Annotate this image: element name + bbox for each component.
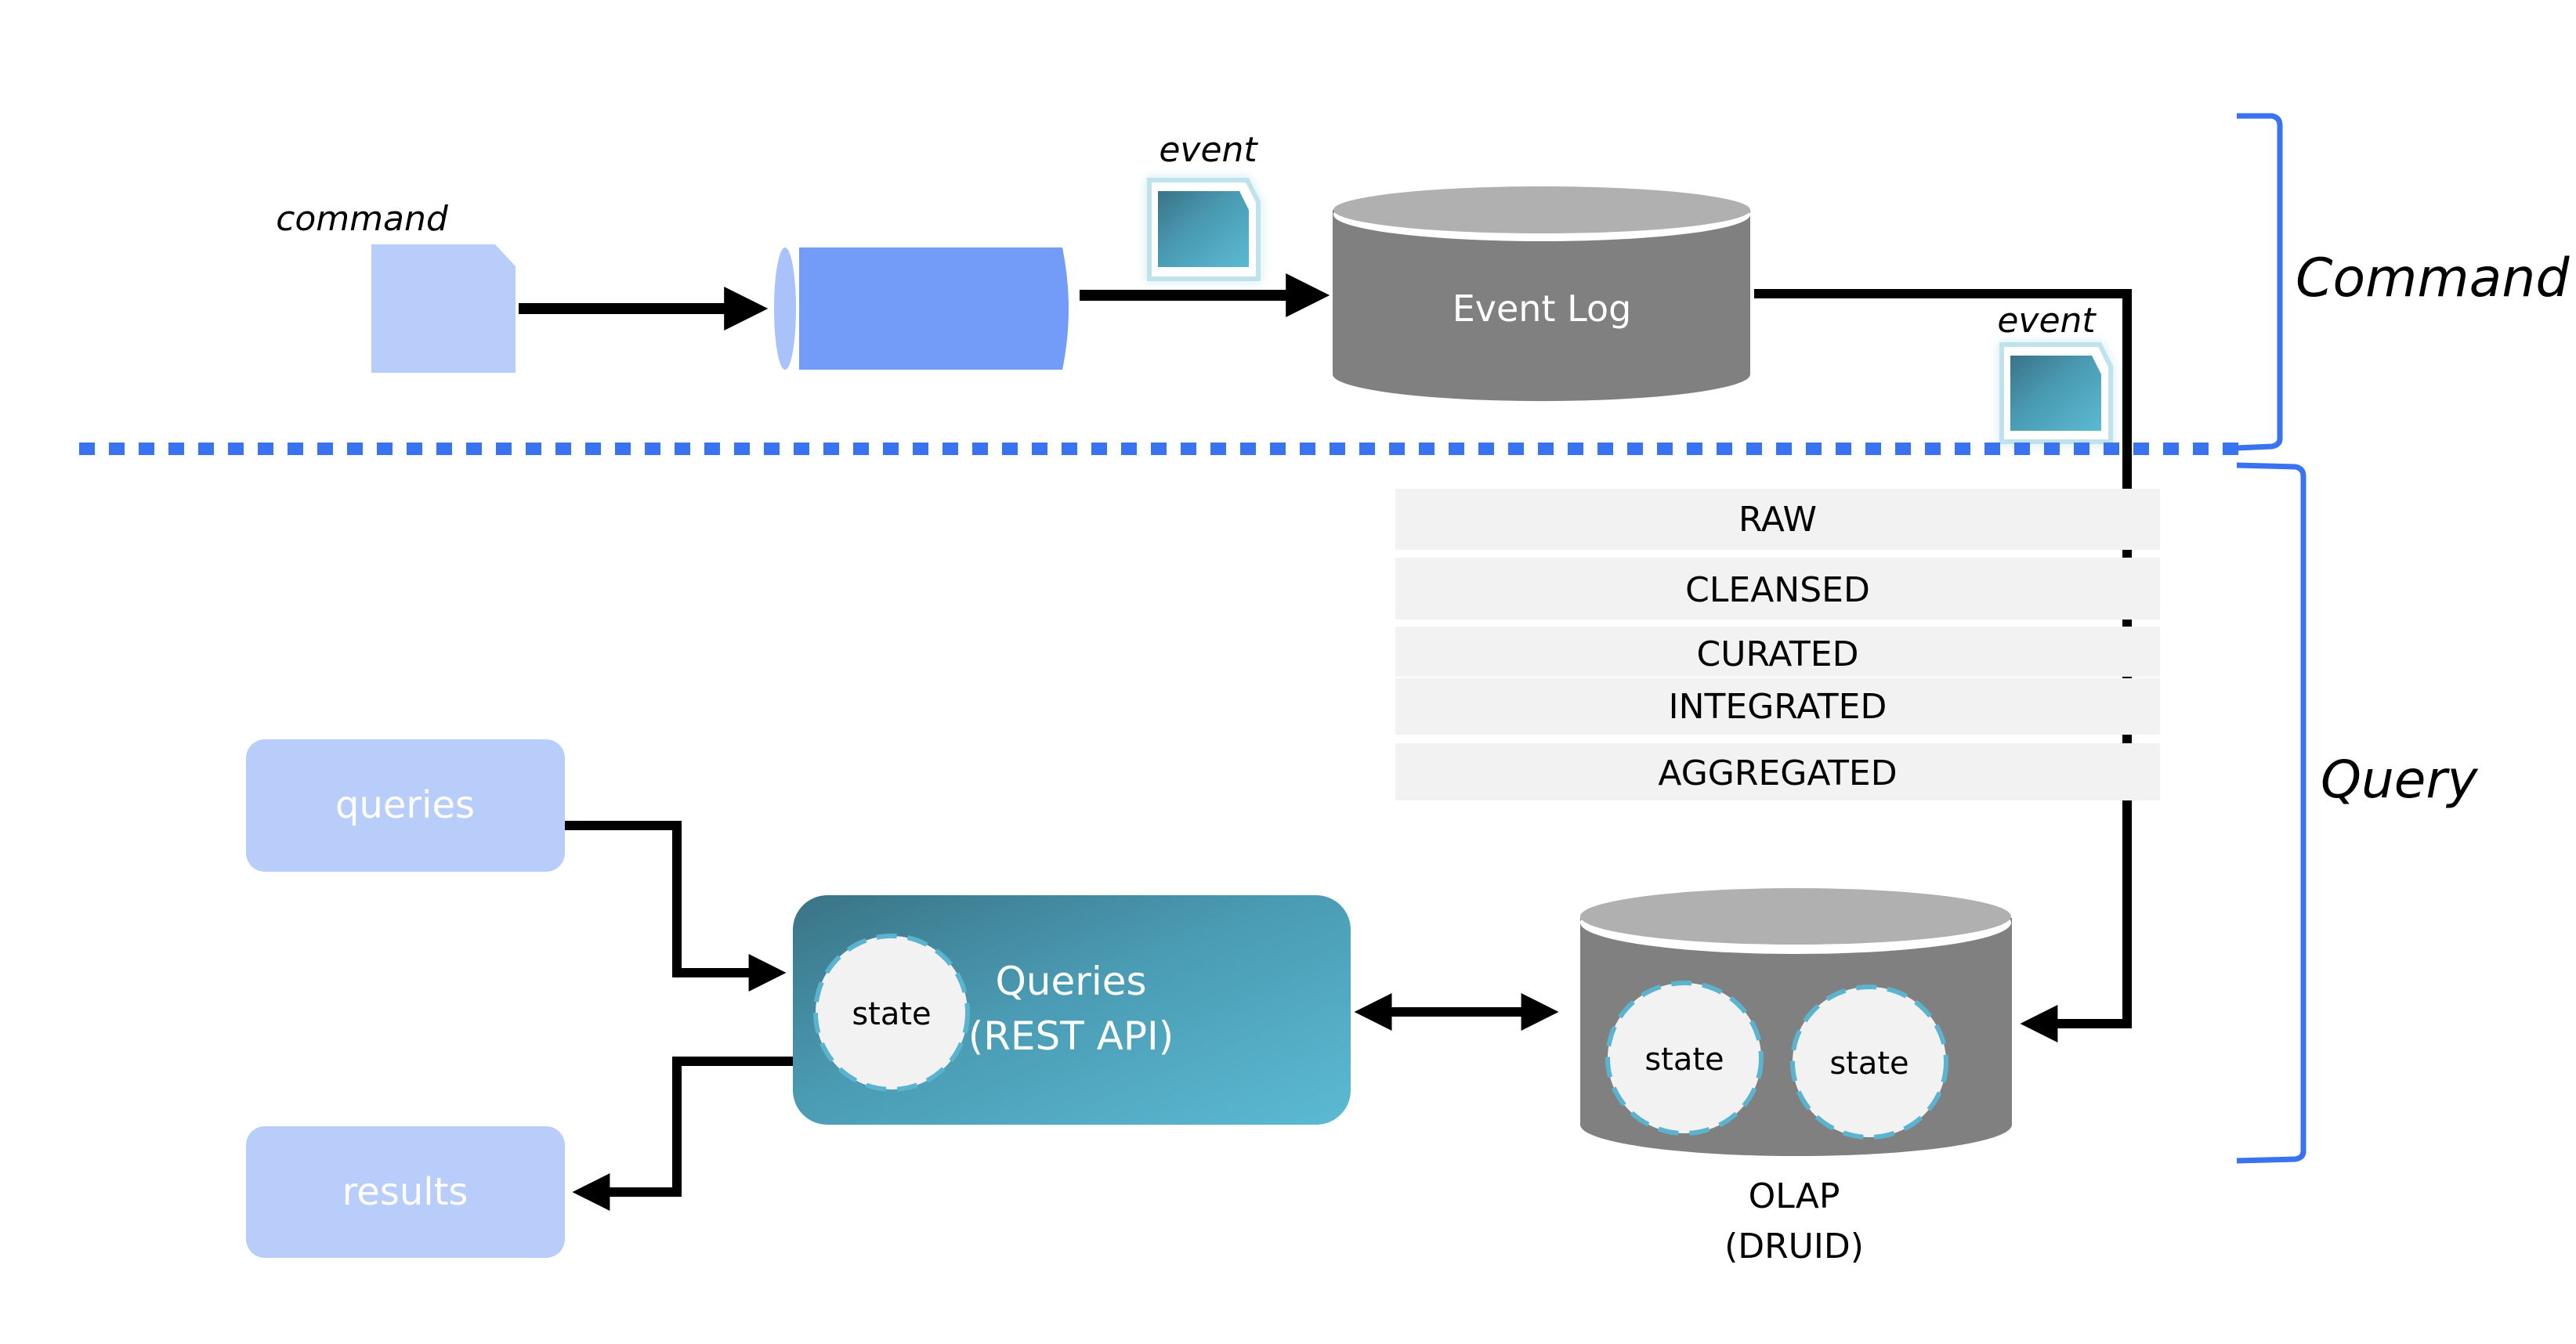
olap-state-label: state (1644, 1042, 1724, 1078)
service-label-line2: (REST API) (968, 1013, 1174, 1059)
layer-label: INTEGRATED (1669, 687, 1887, 727)
olap-druid-database: state state (1580, 888, 2012, 1157)
arrow-queries-to-service (565, 821, 787, 992)
command-document-icon (371, 244, 516, 373)
queries-input-box: queries (246, 739, 565, 872)
layer-label: AGGREGATED (1658, 753, 1897, 793)
queries-rest-api-service: state Queries (REST API) (793, 895, 1351, 1125)
results-box-label: results (342, 1170, 469, 1214)
queries-box-label: queries (335, 783, 475, 827)
olap-label-line2: (DRUID) (1724, 1227, 1864, 1266)
event-document-icon-1 (1147, 178, 1261, 281)
event-document-icon-2 (1999, 342, 2113, 444)
layer-label: RAW (1738, 500, 1817, 540)
layer-curated: CURATED (1395, 627, 2160, 677)
service-state-circle: state (813, 934, 970, 1092)
command-bracket (2236, 113, 2283, 451)
olap-state-circle-2: state (1790, 985, 1948, 1140)
query-section-label: Query (2321, 750, 2479, 810)
layer-aggregated: AGGREGATED (1395, 743, 2160, 800)
service-label-line1: Queries (995, 959, 1146, 1004)
results-output-box: results (246, 1126, 565, 1258)
event-label-1: event (1159, 130, 1258, 170)
olap-state-label: state (1829, 1046, 1908, 1082)
event-log-database: Event Log (1333, 186, 1750, 402)
layer-raw: RAW (1395, 489, 2160, 550)
arrow-service-to-results (572, 1057, 793, 1211)
layer-label: CLEANSED (1685, 570, 1870, 610)
olap-label-line1: OLAP (1749, 1176, 1840, 1216)
service-state-label: state (852, 996, 931, 1032)
message-queue-icon (774, 247, 1069, 370)
layer-label: CURATED (1697, 634, 1859, 674)
layer-cleansed: CLEANSED (1395, 558, 2160, 620)
command-label: command (276, 199, 449, 239)
query-bracket (2236, 462, 2306, 1164)
command-section-label: Command (2296, 247, 2570, 309)
event-label-2: event (1997, 301, 2097, 341)
layer-integrated: INTEGRATED (1395, 678, 2160, 735)
event-log-label: Event Log (1453, 287, 1632, 330)
olap-state-circle-1: state (1605, 981, 1764, 1136)
data-layers-stack: RAW CLEANSED CURATED INTEGRATED AGGREGAT… (1395, 489, 2160, 800)
